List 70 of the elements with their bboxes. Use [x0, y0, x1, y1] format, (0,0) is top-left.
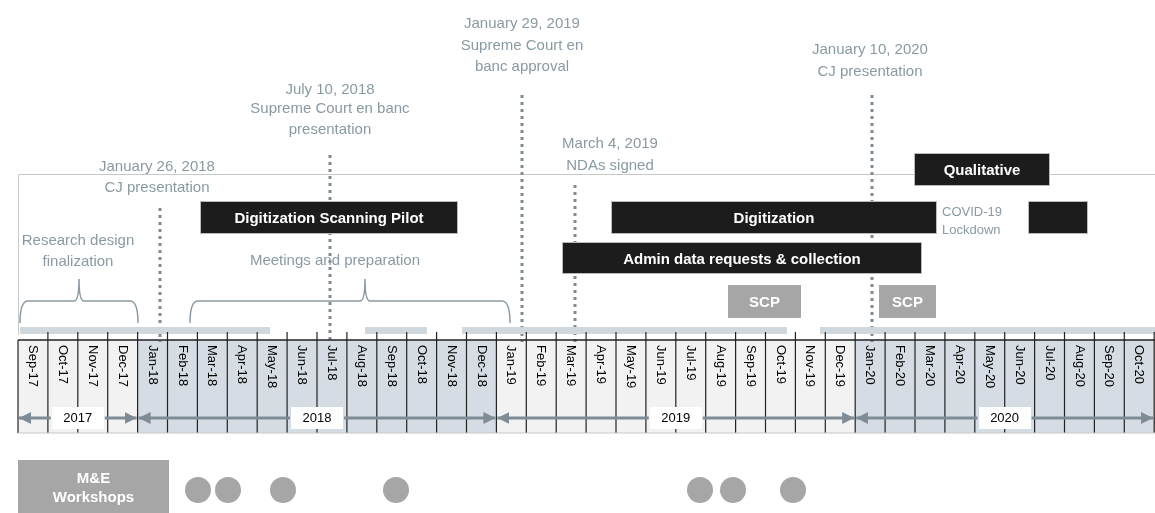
month-label: Aug-19: [712, 345, 729, 387]
lockdown-note: COVID-19 Lockdown: [942, 203, 1003, 239]
month-label: Mar-19: [563, 345, 580, 387]
month-label: May-18: [264, 345, 281, 389]
month-label: Dec-17: [114, 345, 131, 387]
bar-label: Digitization Scanning Pilot: [234, 208, 424, 227]
milestone-label: January 26, 2018: [98, 156, 216, 176]
bar-label: SCP: [749, 292, 780, 311]
month-label: Mar-18: [204, 345, 221, 387]
milestone-label: January 10, 2020: [811, 39, 929, 59]
bar-label: Digitization: [733, 208, 815, 227]
activity-bar: [914, 153, 1050, 186]
activity-bar: [1028, 201, 1088, 234]
activity-bar: [879, 285, 936, 318]
milestone-label: Supreme Court en banc presentation: [249, 98, 411, 139]
month-label: Feb-20: [892, 345, 909, 387]
month-label: Jun-18: [294, 345, 311, 385]
month-label: May-19: [623, 345, 639, 389]
milestone-label: January 29, 2019: [463, 13, 581, 33]
milestone-label: March 4, 2019: [561, 133, 659, 153]
month-label: Apr-20: [951, 345, 968, 385]
month-label: Jan-19: [503, 345, 520, 385]
month-label: Nov-18: [443, 345, 460, 387]
activity-bar: [18, 460, 169, 513]
activity-bar: [611, 201, 937, 234]
month-label: Feb-19: [533, 345, 550, 387]
year-label: 2017: [51, 407, 104, 429]
month-label: Apr-19: [593, 345, 610, 385]
month-label: Dec-18: [473, 345, 490, 387]
month-label: Oct-19: [772, 345, 789, 384]
month-label: Aug-18: [353, 345, 370, 387]
month-label: Jun-20: [1011, 345, 1028, 385]
month-label: Jan-20: [862, 345, 879, 385]
phase-label: Meetings and preparation: [248, 250, 422, 270]
bar-label: Qualitative: [943, 160, 1021, 179]
month-label: Oct-20: [1131, 345, 1148, 384]
month-label: Jul-19: [682, 345, 699, 381]
month-label: Mar-20: [922, 345, 938, 387]
month-label: Oct-18: [413, 345, 430, 384]
activity-bar: [562, 242, 922, 274]
month-label: Sep-18: [383, 345, 400, 387]
month-label: Sep-17: [25, 345, 41, 387]
month-label: Jun-19: [652, 345, 669, 385]
milestone-label: July 10, 2018: [284, 79, 376, 99]
month-label: Jul-18: [324, 345, 340, 381]
month-label: Aug-20: [1071, 345, 1088, 387]
activity-bar: [200, 201, 458, 234]
milestone-label: Supreme Court en banc approval: [459, 35, 585, 76]
month-label: Nov-19: [802, 345, 819, 387]
month-label: Sep-20: [1101, 345, 1118, 387]
month-label: Apr-18: [234, 345, 251, 385]
milestone-label: CJ presentation: [816, 61, 924, 81]
phase-label: Research design finalization: [20, 230, 136, 271]
milestone-label: NDAs signed: [565, 155, 655, 175]
year-label: 2018: [291, 407, 343, 429]
month-label: Jan-18: [144, 345, 161, 385]
month-label: Jul-20: [1041, 345, 1058, 381]
milestone-label: CJ presentation: [103, 177, 211, 197]
activity-bar: [728, 285, 801, 318]
month-label: Sep-19: [742, 345, 759, 387]
bar-label: SCP: [892, 292, 923, 311]
month-label: Dec-19: [832, 345, 849, 387]
bar-label: M&E Workshops: [51, 467, 136, 506]
month-label: Oct-17: [54, 345, 71, 384]
bar-label: Admin data requests & collection: [623, 248, 861, 268]
month-label: Nov-17: [84, 345, 101, 387]
month-label: May-20: [981, 345, 998, 389]
month-label: Feb-18: [174, 345, 191, 387]
year-label: 2019: [649, 407, 702, 429]
year-label: 2020: [978, 407, 1031, 429]
